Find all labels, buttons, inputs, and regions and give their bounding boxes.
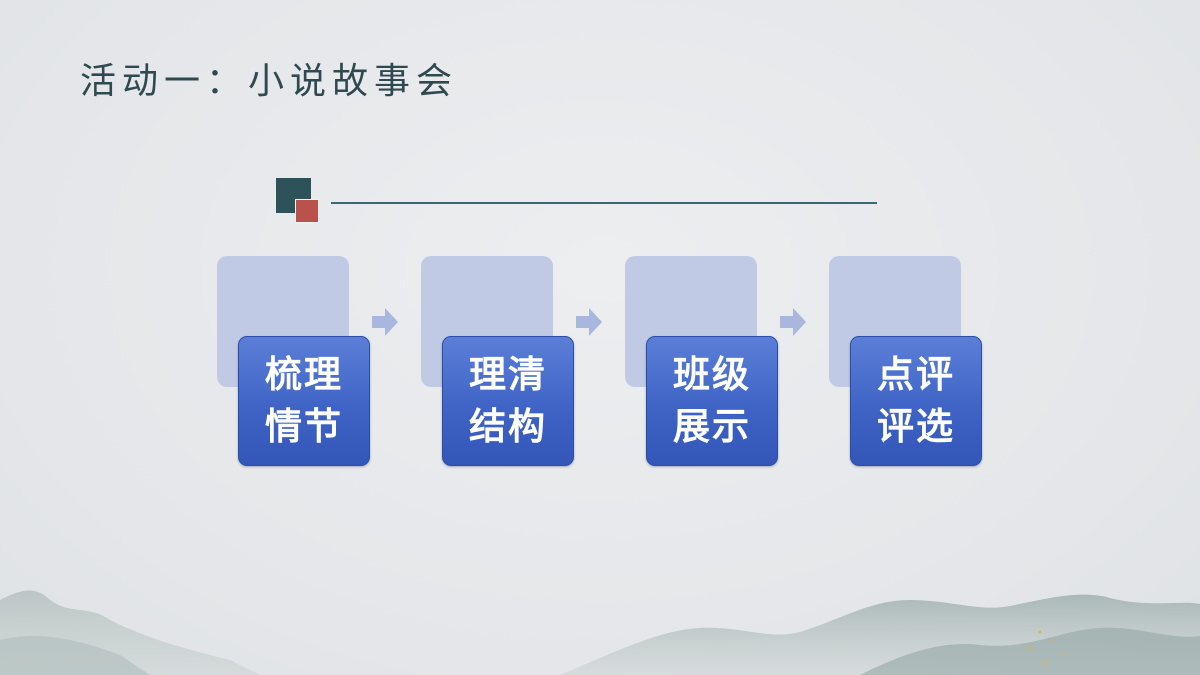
page-title: 活动一：小说故事会 <box>80 61 459 102</box>
divider-line <box>331 202 877 204</box>
chevron-arrow-icon <box>576 308 602 336</box>
chevron-arrow-icon <box>780 308 806 336</box>
step-3-card[interactable]: 班级 展示 <box>646 336 778 466</box>
step-4-label: 点评 评选 <box>877 353 955 448</box>
step-2-label: 理清 结构 <box>469 353 547 448</box>
step-1-card[interactable]: 梳理 情节 <box>238 336 370 466</box>
step-1-label: 梳理 情节 <box>265 353 343 448</box>
step-2-card[interactable]: 理清 结构 <box>442 336 574 466</box>
step-4-card[interactable]: 点评 评选 <box>850 336 982 466</box>
accent-square-red <box>295 199 319 223</box>
step-3-label: 班级 展示 <box>673 353 751 448</box>
chevron-arrow-icon <box>372 308 398 336</box>
